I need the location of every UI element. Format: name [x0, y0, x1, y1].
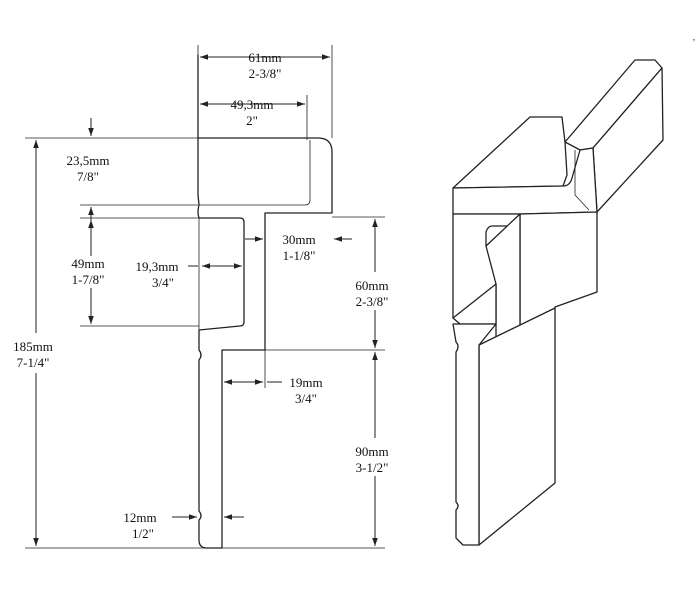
dim-head-width-mm: 49,3mm [231, 97, 274, 112]
dim-total-height-inch: 7-1/4" [17, 355, 50, 370]
dim-slot-depth: 19,3mm 3/4" [136, 259, 242, 290]
dim-head-height-inch: 7/8" [77, 169, 99, 184]
dim-slot-depth-mm: 19,3mm [136, 259, 179, 274]
dim-lower-height-inch: 3-1/2" [356, 460, 389, 475]
dim-slot-depth-inch: 3/4" [152, 275, 174, 290]
dim-web-width-inch: 3/4" [295, 391, 317, 406]
dim-bottom-thickness: 12mm 1/2" [123, 510, 244, 541]
dim-middle-height: 60mm 2-3/8" [265, 216, 389, 351]
dim-top-width: 61mm 2-3/8" [197, 45, 333, 138]
dim-head-width: 49,3mm 2" [200, 95, 308, 140]
dim-middle-height-mm: 60mm [355, 278, 388, 293]
dim-slot-height-mm: 49mm [71, 256, 104, 271]
dim-head-height: 23,5mm 7/8" [67, 118, 198, 225]
dim-total-height-mm: 185mm [13, 339, 53, 354]
dim-top-width-mm: 61mm [248, 50, 281, 65]
dim-lower-height-mm: 90mm [355, 444, 388, 459]
corner-mark: , [693, 32, 695, 42]
cross-section-profile [197, 54, 333, 549]
dim-slot-height-inch: 1-7/8" [72, 272, 105, 287]
dim-upper-offset: 30mm 1-1/8" [245, 232, 352, 263]
dim-upper-offset-inch: 1-1/8" [283, 248, 316, 263]
dim-lower-height: 90mm 3-1/2" [355, 352, 389, 546]
dim-head-width-inch: 2" [246, 113, 258, 128]
isometric-view [452, 59, 664, 546]
dim-total-height: 185mm 7-1/4" [13, 137, 385, 549]
dim-top-width-inch: 2-3/8" [249, 66, 282, 81]
dim-slot-height: 49mm 1-7/8" [71, 217, 199, 327]
dim-upper-offset-mm: 30mm [282, 232, 315, 247]
dim-head-height-mm: 23,5mm [67, 153, 110, 168]
dim-bottom-thickness-mm: 12mm [123, 510, 156, 525]
dim-bottom-thickness-inch: 1/2" [132, 526, 154, 541]
dim-web-width-mm: 19mm [289, 375, 322, 390]
dim-middle-height-inch: 2-3/8" [356, 294, 389, 309]
dim-web-width: 19mm 3/4" [224, 350, 323, 406]
